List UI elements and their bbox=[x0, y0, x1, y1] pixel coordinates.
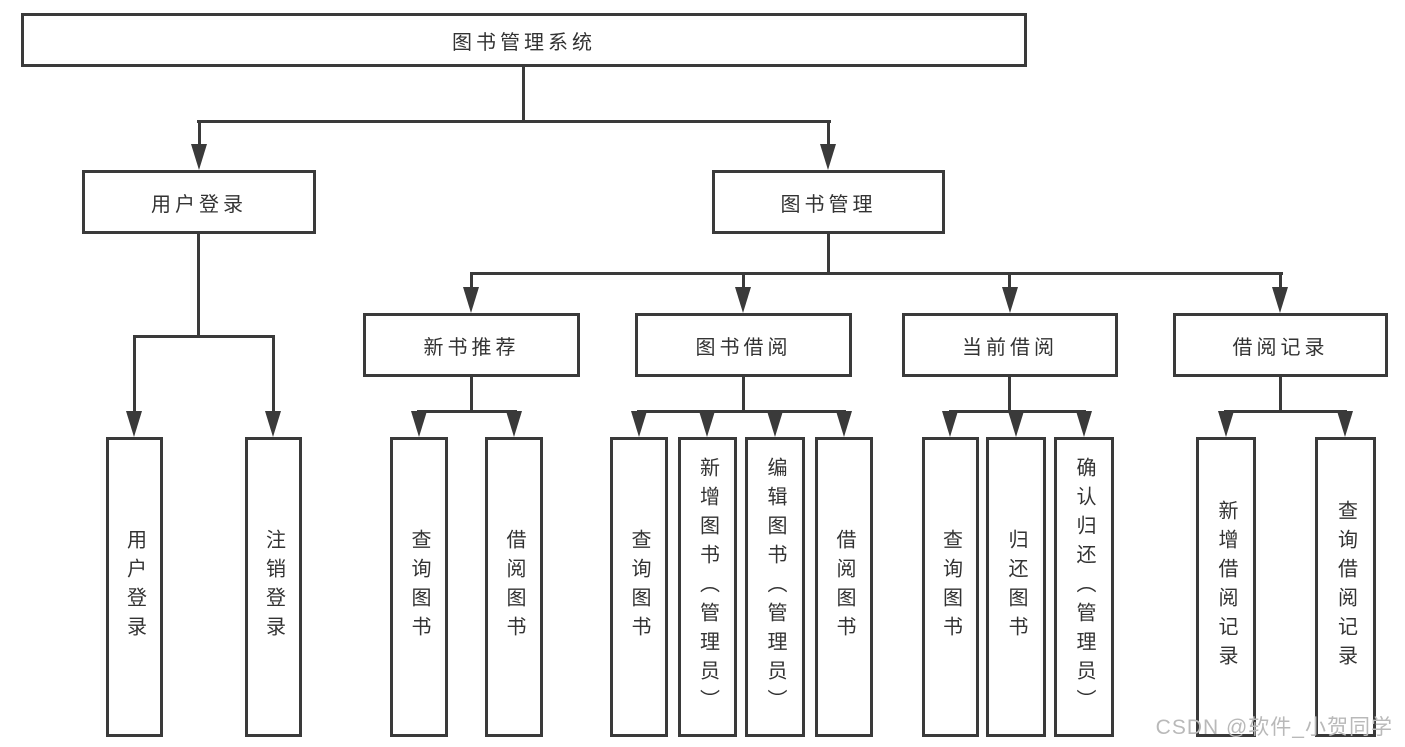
node-label: 图书管理 bbox=[780, 193, 877, 216]
leaf-query-books-borrowing: 查询图书 bbox=[610, 437, 668, 737]
leaf-borrow-books-borrowing: 借阅图书 bbox=[815, 437, 873, 737]
connector-line-h bbox=[417, 410, 517, 413]
arrow-down-icon bbox=[191, 144, 207, 170]
connector-line-v bbox=[827, 121, 830, 146]
connector-line-h bbox=[470, 272, 1283, 275]
connector-line-v bbox=[197, 233, 200, 338]
node-label: 确认归还（管理员） bbox=[1073, 456, 1095, 718]
connector-line-v bbox=[522, 67, 525, 123]
connector-line-v bbox=[1279, 377, 1282, 413]
arrow-down-icon bbox=[1272, 287, 1288, 313]
node-user-login: 用户登录 bbox=[82, 170, 316, 234]
arrow-down-icon bbox=[1008, 411, 1024, 437]
node-label: 用户登录 bbox=[151, 193, 247, 216]
node-label: 查询借阅记录 bbox=[1334, 500, 1357, 674]
leaf-edit-book-admin: 编辑图书（管理员） bbox=[745, 437, 805, 737]
node-label: 归还图书 bbox=[1005, 529, 1027, 645]
node-label: 编辑图书（管理员） bbox=[764, 456, 786, 718]
node-root: 图书管理系统 bbox=[21, 13, 1027, 67]
leaf-borrow-books-recommend: 借阅图书 bbox=[485, 437, 543, 737]
connector-line-v bbox=[470, 377, 473, 413]
node-label: 注销登录 bbox=[262, 529, 285, 645]
arrow-down-icon bbox=[1337, 411, 1353, 437]
arrow-down-icon bbox=[506, 411, 522, 437]
node-label: 查询图书 bbox=[939, 529, 962, 645]
arrow-down-icon bbox=[126, 411, 142, 437]
arrow-down-icon bbox=[942, 411, 958, 437]
node-label: 当前借阅 bbox=[962, 336, 1058, 359]
connector-line-v bbox=[742, 377, 745, 413]
connector-line-v bbox=[1008, 377, 1011, 413]
connector-line-v bbox=[1008, 274, 1011, 288]
leaf-confirm-return-admin: 确认归还（管理员） bbox=[1054, 437, 1114, 737]
node-label: 借阅图书 bbox=[833, 529, 855, 645]
connector-line-v bbox=[1279, 274, 1282, 288]
connector-line-v bbox=[742, 274, 745, 288]
arrow-down-icon bbox=[631, 411, 647, 437]
watermark: CSDN @软件_小贺同学 bbox=[1155, 716, 1393, 739]
connector-line-v bbox=[198, 121, 201, 146]
arrow-down-icon bbox=[1218, 411, 1234, 437]
node-label: 查询图书 bbox=[628, 529, 650, 645]
connector-line-h bbox=[637, 410, 846, 413]
leaf-query-borrow-record: 查询借阅记录 bbox=[1315, 437, 1376, 737]
node-borrowing-records: 借阅记录 bbox=[1173, 313, 1388, 377]
arrow-down-icon bbox=[411, 411, 427, 437]
connector-line-v bbox=[470, 274, 473, 288]
arrow-down-icon bbox=[1076, 411, 1092, 437]
node-label: 新增借阅记录 bbox=[1215, 500, 1237, 674]
arrow-down-icon bbox=[265, 411, 281, 437]
node-current-borrowing: 当前借阅 bbox=[902, 313, 1118, 377]
arrow-down-icon bbox=[1002, 287, 1018, 313]
arrow-down-icon bbox=[820, 144, 836, 170]
connector-line-h bbox=[197, 120, 831, 123]
leaf-return-books: 归还图书 bbox=[986, 437, 1046, 737]
connector-line-v bbox=[827, 233, 830, 275]
leaf-query-books-current: 查询图书 bbox=[922, 437, 979, 737]
arrow-down-icon bbox=[699, 411, 715, 437]
node-label: 借阅记录 bbox=[1232, 336, 1329, 359]
node-book-borrowing: 图书借阅 bbox=[635, 313, 852, 377]
node-label: 用户登录 bbox=[123, 529, 146, 645]
leaf-user-login: 用户登录 bbox=[106, 437, 163, 737]
arrow-down-icon bbox=[735, 287, 751, 313]
node-label: 图书借阅 bbox=[695, 336, 792, 359]
arrow-down-icon bbox=[463, 287, 479, 313]
connector-line-h bbox=[1224, 410, 1347, 413]
leaf-add-book-admin: 新增图书（管理员） bbox=[678, 437, 737, 737]
connector-line-v bbox=[272, 337, 275, 412]
node-label: 图书管理系统 bbox=[452, 31, 596, 54]
node-book-management: 图书管理 bbox=[712, 170, 945, 234]
node-new-book-recommend: 新书推荐 bbox=[363, 313, 580, 377]
connector-line-h bbox=[133, 335, 275, 338]
node-label: 新增图书（管理员） bbox=[696, 456, 719, 718]
node-label: 查询图书 bbox=[408, 529, 430, 645]
arrow-down-icon bbox=[836, 411, 852, 437]
leaf-query-books-recommend: 查询图书 bbox=[390, 437, 448, 737]
leaf-logout: 注销登录 bbox=[245, 437, 302, 737]
leaf-add-borrow-record: 新增借阅记录 bbox=[1196, 437, 1256, 737]
node-label: 新书推荐 bbox=[423, 336, 520, 359]
node-label: 借阅图书 bbox=[503, 529, 525, 645]
connector-line-v bbox=[133, 337, 136, 412]
arrow-down-icon bbox=[767, 411, 783, 437]
